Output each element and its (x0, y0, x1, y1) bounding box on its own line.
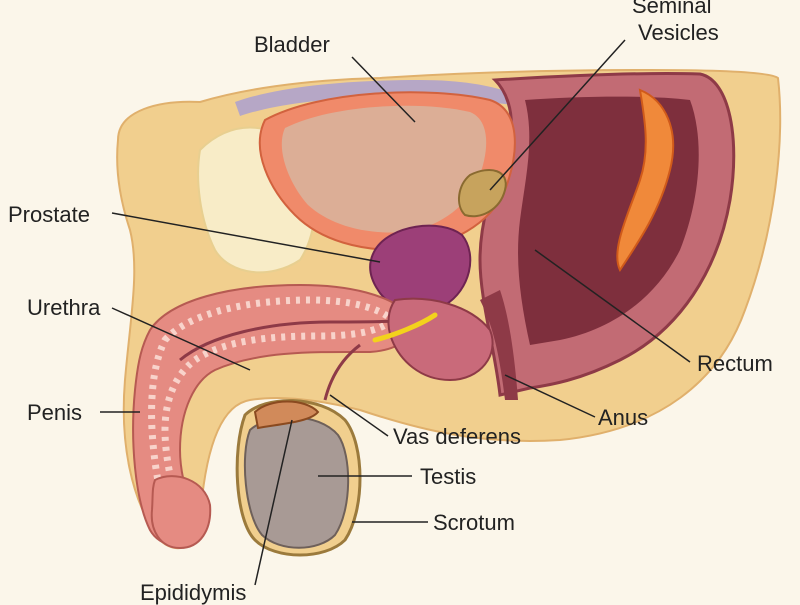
leader-anus (504, 374, 596, 418)
bowel-fold (616, 88, 675, 272)
seminal-vesicles (458, 169, 507, 218)
label-urethra: Urethra (27, 295, 101, 320)
label-rectum: Rectum (697, 351, 773, 376)
bladder-lumen (281, 105, 487, 233)
label-seminal-vesicles-line2: Vesicles (638, 20, 719, 45)
leader-epididymis (254, 419, 293, 586)
penis-shaft (132, 283, 414, 547)
glans (150, 475, 212, 550)
perineal-tissue (387, 297, 494, 382)
bulbourethral-gland (372, 312, 438, 343)
label-seminal-vesicles-line1: Seminal (632, 0, 712, 18)
label-epididymis: Epididymis (140, 580, 247, 605)
label-scrotum: Scrotum (433, 510, 515, 535)
leader-bladder (351, 56, 416, 123)
label-prostate: Prostate (8, 202, 90, 227)
leader-lines (100, 39, 691, 586)
label-bladder: Bladder (254, 32, 330, 57)
testis (243, 416, 350, 549)
anal-canal (480, 290, 518, 400)
leader-urethra (111, 307, 251, 371)
erectile-tissue (148, 296, 397, 531)
epididymis (253, 400, 320, 430)
label-anus: Anus (598, 405, 649, 430)
peritoneum-band (235, 80, 520, 116)
leader-seminal-vesicles (489, 39, 626, 191)
label-vas-deferens: Vas deferens (393, 424, 522, 449)
label-testis: Testis (420, 464, 477, 489)
vas-deferens (323, 343, 361, 401)
label-penis: Penis (27, 400, 83, 425)
leader-prostate (111, 212, 381, 263)
prostate-gland (369, 224, 472, 313)
leader-rectum (534, 249, 691, 363)
leader-vas-deferens (329, 394, 389, 437)
